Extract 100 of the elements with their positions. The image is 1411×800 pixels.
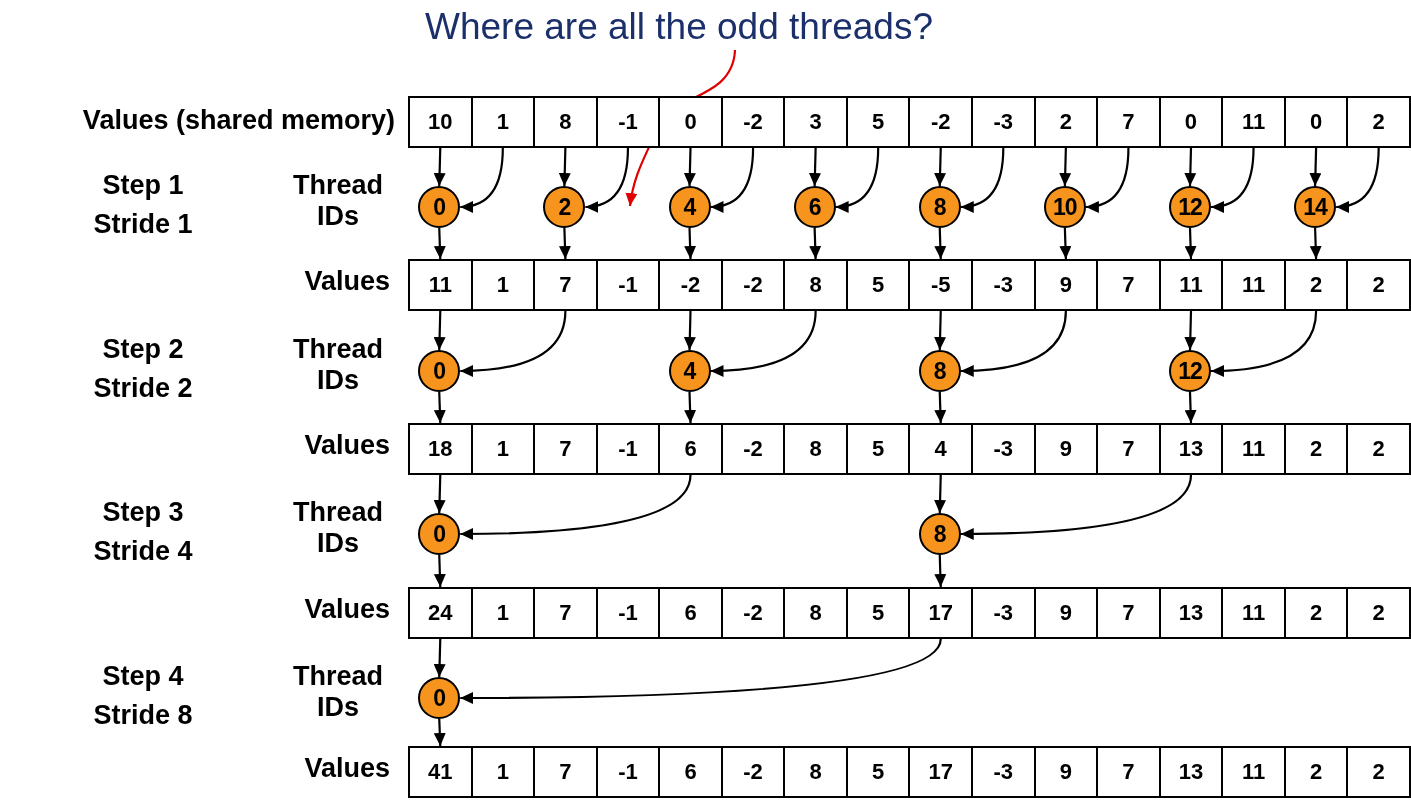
thread-id-circle: 8	[918, 186, 961, 228]
stride-label: Stride 2	[92, 373, 194, 405]
value-cell: -2	[720, 746, 786, 798]
arrow	[684, 227, 697, 260]
value-cell: 8	[533, 96, 598, 148]
value-cell: 8	[783, 746, 848, 798]
value-cell: 1	[470, 259, 536, 311]
arrow	[710, 310, 817, 377]
value-cell: 0	[1158, 96, 1224, 148]
value-cell: 6	[658, 587, 723, 639]
stride-label: Stride 4	[92, 536, 194, 568]
arrow	[1184, 310, 1197, 351]
value-cell: 8	[783, 423, 848, 475]
value-cell: 24	[408, 587, 473, 639]
thread-id-circle: 4	[668, 350, 711, 392]
value-cell: 9	[1033, 259, 1099, 311]
value-cell: 5	[845, 96, 911, 148]
value-cell: 10	[408, 96, 473, 148]
value-cell: 11	[1221, 587, 1286, 639]
value-cell: -1	[595, 587, 661, 639]
value-cell: -3	[971, 259, 1036, 311]
value-cell: 7	[1096, 746, 1161, 798]
value-cell: -3	[971, 423, 1036, 475]
thread-id-circle: 6	[793, 186, 836, 228]
value-cell: 2	[1283, 259, 1349, 311]
value-cell: -2	[720, 259, 786, 311]
arrow	[1309, 147, 1322, 187]
value-cell: 2	[1033, 96, 1099, 148]
arrow	[1210, 147, 1255, 213]
value-cell: -5	[908, 259, 973, 311]
arrow	[960, 147, 1005, 213]
value-cell: 7	[533, 423, 598, 475]
arrow	[433, 391, 446, 424]
value-cell: -2	[720, 96, 786, 148]
value-cell: 8	[783, 587, 848, 639]
row-label: Values	[304, 753, 390, 785]
value-cell: -1	[595, 746, 661, 798]
value-cell: -3	[971, 587, 1036, 639]
step-label: Step 4	[101, 661, 185, 693]
arrow	[433, 474, 446, 514]
thread-id-circle: 12	[1169, 186, 1211, 228]
step-label: Step 2	[101, 334, 185, 366]
value-cell: 17	[908, 746, 973, 798]
arrow	[460, 474, 692, 540]
arrow	[808, 147, 821, 187]
value-cell: -2	[720, 587, 786, 639]
row-label: Values	[304, 594, 390, 626]
value-cell: 1	[470, 423, 536, 475]
arrow	[934, 554, 947, 588]
row-label: Values	[304, 266, 390, 298]
value-cell: 1	[470, 746, 536, 798]
thread-id-circle: 0	[418, 350, 461, 392]
value-cell: 2	[1346, 96, 1411, 148]
arrow	[558, 227, 571, 260]
value-cell: 11	[1221, 96, 1286, 148]
arrow	[934, 474, 947, 514]
arrow	[460, 310, 567, 377]
arrow	[960, 474, 1193, 540]
arrow	[683, 147, 696, 187]
value-cell: 2	[1283, 746, 1349, 798]
value-cell: 2	[1346, 587, 1411, 639]
value-cell: 13	[1158, 587, 1224, 639]
thread-ids-label: Thread IDs	[292, 170, 384, 233]
value-cell: 8	[783, 259, 848, 311]
value-cell: -1	[595, 96, 661, 148]
arrow	[934, 227, 947, 260]
arrow	[433, 227, 446, 260]
value-cell: 3	[783, 96, 848, 148]
value-cell: 1	[470, 587, 536, 639]
value-cell: 7	[1096, 259, 1161, 311]
arrow	[710, 147, 755, 213]
value-cell: 1	[470, 96, 536, 148]
stride-label: Stride 1	[92, 209, 194, 241]
value-cell: 7	[533, 746, 598, 798]
value-cell: 0	[658, 96, 723, 148]
arrow	[683, 310, 696, 351]
arrow	[433, 638, 446, 678]
value-cell: 7	[533, 587, 598, 639]
value-cell: -1	[595, 259, 661, 311]
value-cell: 9	[1033, 746, 1099, 798]
arrow	[809, 227, 822, 260]
arrow	[1085, 147, 1130, 213]
arrow	[1184, 227, 1197, 260]
value-cell: 2	[1346, 259, 1411, 311]
value-cell: 2	[1283, 423, 1349, 475]
arrow	[1336, 147, 1380, 213]
thread-id-circle: 10	[1043, 186, 1086, 228]
value-cell: 9	[1033, 423, 1099, 475]
arrow	[558, 147, 571, 187]
value-cell: 0	[1283, 96, 1349, 148]
value-cell: 2	[1346, 746, 1411, 798]
arrow	[934, 147, 947, 187]
value-cell: 2	[1346, 423, 1411, 475]
arrow	[433, 554, 446, 588]
value-cell: 11	[1221, 746, 1286, 798]
thread-id-circle: 8	[918, 513, 961, 555]
arrow	[1210, 310, 1318, 377]
arrow	[1059, 227, 1072, 260]
value-cell: 2	[1283, 587, 1349, 639]
stride-label: Stride 8	[92, 700, 194, 732]
